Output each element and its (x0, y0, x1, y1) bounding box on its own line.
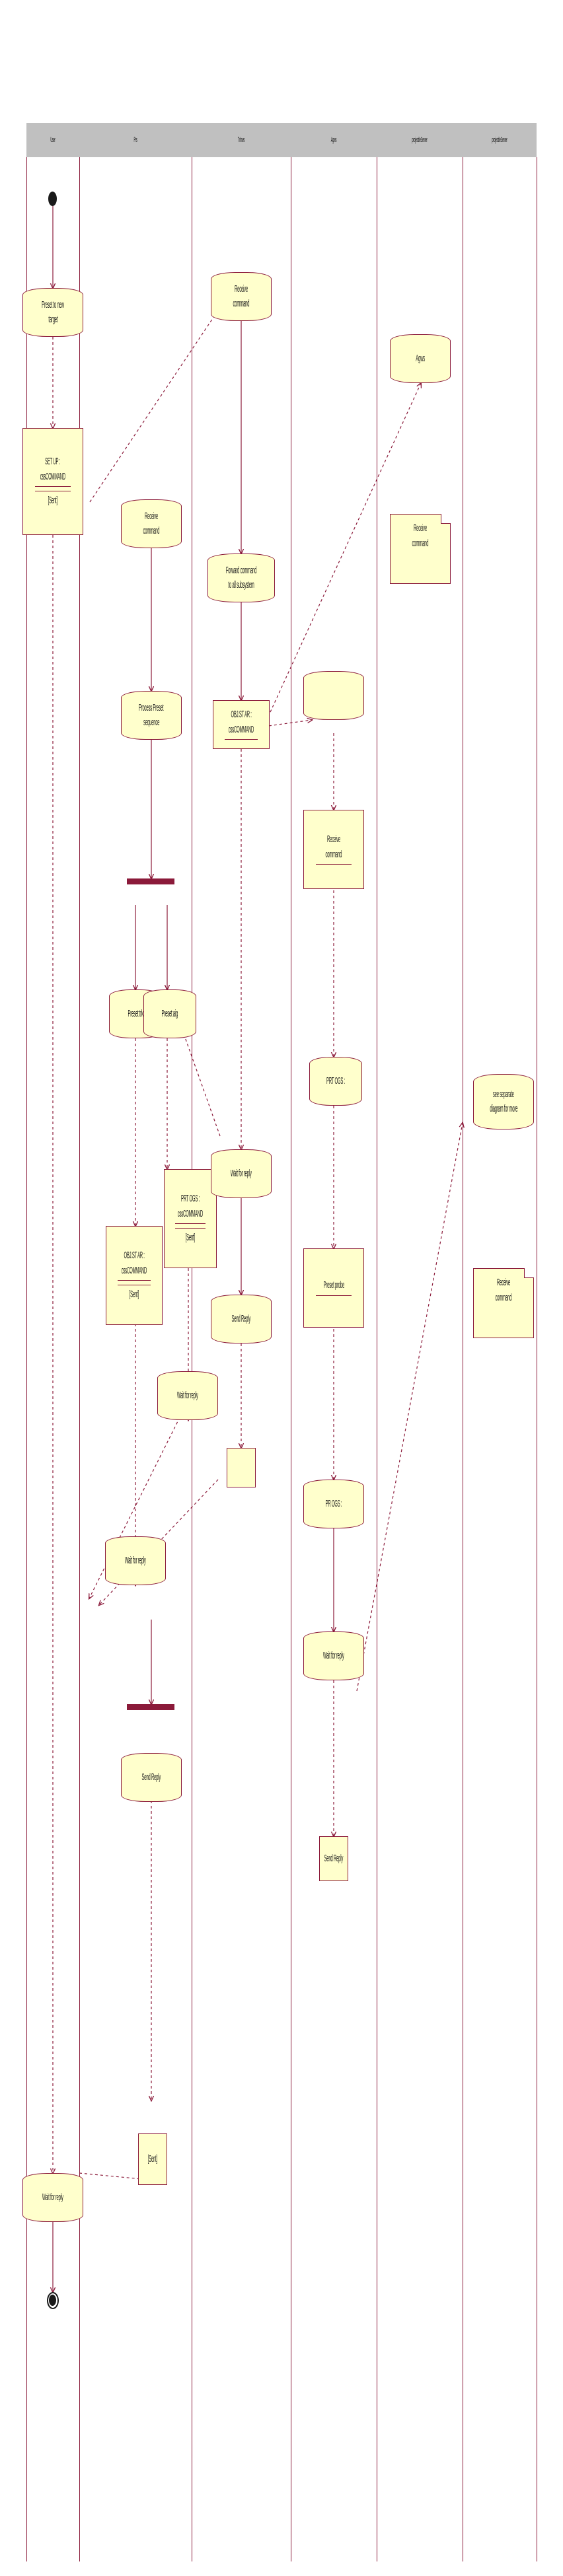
node-label-line: target (48, 314, 57, 325)
command-prtogs-prs[interactable]: PRT OGS : cssCOMMAND [Sent] (164, 1169, 217, 1268)
action-wait-for-reply-tnhws[interactable]: Wait for reply (211, 1149, 272, 1198)
node-label-line: Preset probe (323, 1279, 344, 1291)
action-wait-for-reply-user[interactable]: Wait for reply (22, 2173, 83, 2222)
separator-rule (316, 1295, 352, 1296)
node-label-line: diagram for more (490, 1103, 517, 1114)
node-label-line: see separate (493, 1088, 514, 1100)
final-node-core (49, 2295, 56, 2306)
node-label-line: to all subsystem (228, 579, 254, 590)
separator-rule (35, 486, 71, 487)
command-prtogs-agws[interactable]: Receive command (303, 810, 364, 889)
node-label-line: PRT OGS : (181, 1193, 200, 1205)
node-label-line: Send Reply (231, 1312, 251, 1324)
join-bar-prs (127, 1704, 174, 1710)
action-wait-for-reply-prs-b[interactable]: Wait for reply (105, 1536, 166, 1585)
node-label-line: OBJ.ST AR : (124, 1250, 145, 1262)
action-send-reply-agws[interactable]: Wait for reply (303, 1631, 364, 1680)
separator-rule (175, 1228, 206, 1229)
swimlane-divider-1 (79, 157, 80, 2561)
note-fold-corner (441, 514, 451, 524)
action-preset-aig[interactable]: Preset aig (143, 989, 196, 1038)
node-label-line: Wait for reply (42, 2191, 63, 2203)
note-fold-corner (524, 1268, 534, 1278)
command-end-tnhws[interactable] (227, 1448, 256, 1487)
command-set-up-user[interactable]: SET UP : cssCOMMAND [Sent] (22, 428, 83, 535)
node-label-line: command (325, 848, 342, 860)
node-label-line: Preset to new (42, 299, 64, 310)
note-see-separate-diagram-projsrv: Receive command (390, 514, 451, 584)
action-receive-command-agws[interactable] (303, 671, 364, 720)
node-label-line: Wait for reply (125, 1554, 146, 1566)
action-wait-for-reply-prs-a[interactable]: Wait for reply (157, 1371, 218, 1420)
node-label-line: Wait for reply (177, 1389, 198, 1401)
command-objstar-tnhws[interactable]: OBJ.ST AR : cssCOMMAND (213, 700, 270, 749)
action-receive-command-projsrva[interactable]: see separate diagram for more (473, 1074, 534, 1129)
action-preset-to-new-target[interactable]: Preset to new target (22, 288, 83, 337)
command-prgs-agws[interactable]: Preset probe (303, 1248, 364, 1328)
action-send-reply-tnhws[interactable]: Send Reply (211, 1295, 272, 1343)
note-see-separate-diagram-projsrva: Receive command (473, 1268, 534, 1338)
separator-rule (118, 1280, 151, 1281)
node-label-line: PR OGS : (325, 1497, 342, 1509)
node-label-line: Agws (416, 352, 425, 364)
node-label-line: Receive (145, 510, 158, 522)
separator-rule (175, 1223, 206, 1225)
guard-label: [Sent] (48, 495, 58, 507)
node-label-line: sequence (143, 717, 160, 728)
swimlane-divider-left (26, 157, 27, 2561)
guard-label: [Sent] (129, 1289, 139, 1301)
command-end-agws[interactable]: Send Reply (319, 1836, 348, 1881)
node-label-line: Send Reply (141, 1771, 161, 1783)
action-send-reply-prs[interactable]: Send Reply (121, 1753, 182, 1802)
guard-label: [Sent] (147, 2153, 158, 2165)
initial-node (48, 192, 57, 206)
action-preset-probe[interactable]: PRT OGS : (309, 1057, 362, 1106)
node-label-line: command (143, 525, 160, 536)
action-forward-command-to-all-subsystem[interactable]: Forward command to all subsystem (207, 554, 275, 602)
node-label-line: cssCOMMAND (177, 1207, 204, 1219)
note-line: Receive (414, 522, 427, 534)
command-objstar-prs[interactable]: OBJ.ST AR : cssCOMMAND [Sent] (106, 1226, 163, 1325)
node-label-line: Preset trk (128, 1007, 143, 1019)
node-label-line: cssCOMMAND (121, 1264, 147, 1276)
node-label-line: Receive (235, 283, 248, 295)
action-receive-command-projsrv[interactable]: Agws (390, 334, 451, 383)
node-label-line: Send Reply (324, 1852, 344, 1864)
node-label-line: cssCOMMAND (40, 470, 66, 482)
node-label-line: OBJ.ST AR : (231, 709, 252, 720)
separator-rule (225, 739, 258, 740)
note-line: command (412, 537, 429, 549)
note-line: Receive (497, 1277, 510, 1288)
command-end-prs[interactable]: [Sent] (138, 2133, 167, 2185)
guard-label: [Sent] (185, 1232, 196, 1244)
fork-bar-prs (127, 878, 174, 884)
node-label-line: Wait for reply (323, 1649, 344, 1661)
node-label-line: Wait for reply (231, 1167, 252, 1179)
node-label-line: Receive (327, 834, 340, 845)
node-label-line: Preset aig (161, 1007, 178, 1019)
node-label-line: Forward command (225, 564, 257, 576)
node-label-line: PRT OGS : (326, 1075, 345, 1087)
node-label-line: SET UP : (45, 456, 61, 468)
action-process-preset-sequence[interactable]: Process Preset sequence (121, 691, 182, 740)
swimlane-header-bar (26, 123, 537, 157)
action-receive-command-tnhws[interactable]: Receive command (211, 272, 272, 321)
node-label-line: command (233, 298, 250, 309)
node-label-line: cssCOMMAND (228, 723, 254, 735)
note-line: command (495, 1291, 512, 1303)
action-wait-for-reply-agws[interactable]: PR OGS : (303, 1480, 364, 1528)
separator-rule (316, 864, 352, 865)
node-label-line: Process Preset (139, 701, 164, 713)
action-receive-command-prs[interactable]: Receive command (121, 499, 182, 548)
